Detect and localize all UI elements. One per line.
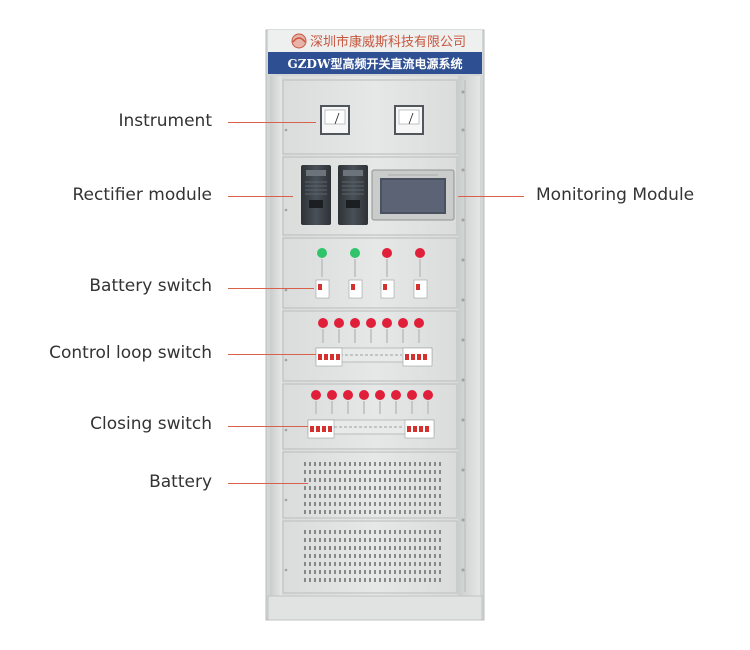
label-battery: Battery: [149, 472, 212, 492]
cabinet-base: [267, 595, 483, 621]
panel-battery-2: [282, 520, 458, 594]
rectifier-module-2: [338, 165, 368, 225]
brand-logo-mark: [292, 37, 306, 43]
label-battery-switch: Battery switch: [89, 276, 212, 296]
panel-control-loop: [282, 310, 458, 382]
control-loop-row: [315, 318, 433, 367]
monitoring-screen: [371, 169, 455, 221]
label-instrument: Instrument: [118, 111, 212, 131]
label-rectifier-module: Rectifier module: [72, 185, 212, 205]
model-title: GZDW型高频开关直流电源系统: [288, 56, 463, 71]
side-rail-right: [458, 76, 480, 596]
leader-closing-switch: [228, 426, 308, 427]
label-monitoring-module: Monitoring Module: [536, 185, 695, 205]
leader-rectifier-module: [228, 196, 293, 197]
cabinet-body: [270, 76, 480, 596]
panel-battery-1: [282, 451, 458, 519]
panel-instrument: [282, 79, 458, 155]
meter-right: [394, 105, 424, 135]
panel-battery-switch: [282, 237, 458, 309]
battery-vents: [304, 462, 441, 582]
brand-logo: [291, 33, 307, 49]
brand-plate: [268, 30, 482, 52]
side-rail-left: [270, 76, 282, 596]
model-header: [268, 52, 482, 74]
leader-monitoring-module: [458, 196, 524, 197]
label-control-loop-switch: Control loop switch: [49, 343, 212, 363]
leader-instrument: [228, 122, 316, 123]
meter-left: [320, 105, 350, 135]
closing-switch-row: [307, 390, 435, 439]
rectifier-module-1: [301, 165, 331, 225]
company-name: 深圳市康威斯科技有限公司: [310, 34, 466, 50]
battery-switch-row: [315, 248, 428, 299]
label-closing-switch: Closing switch: [90, 414, 212, 434]
leader-control-loop-switch: [228, 354, 316, 355]
panel-closing: [282, 383, 458, 450]
leader-battery: [228, 483, 308, 484]
leader-battery-switch: [228, 288, 314, 289]
